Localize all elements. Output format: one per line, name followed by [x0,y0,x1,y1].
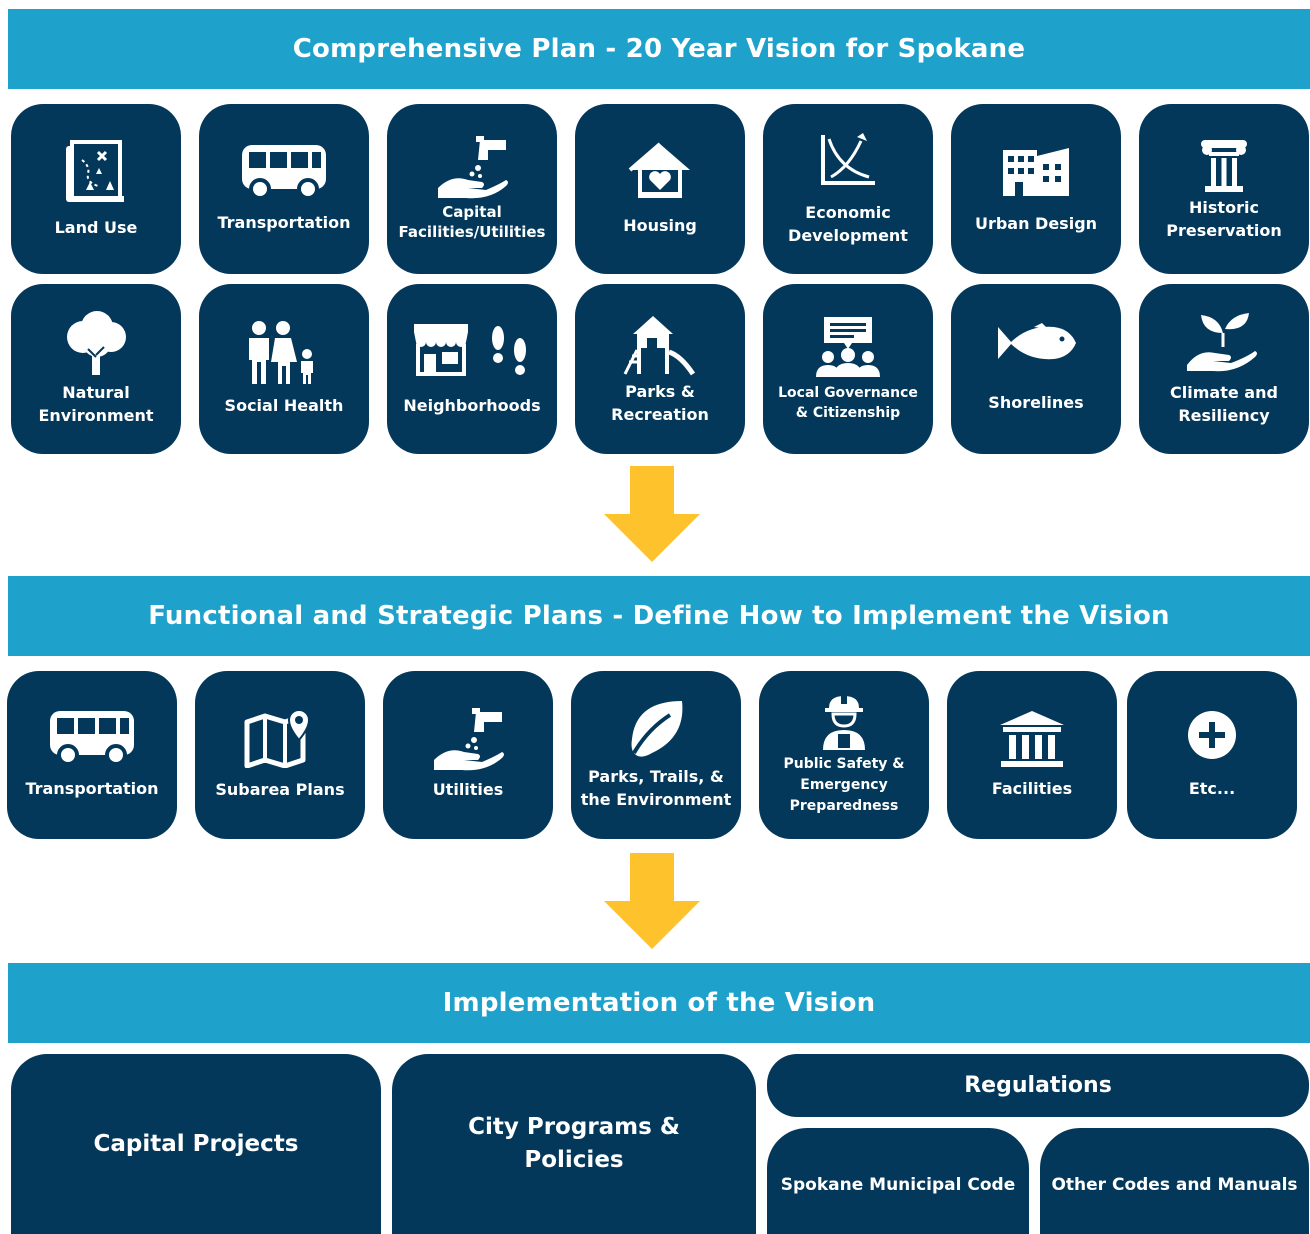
map-icon [66,140,124,203]
tile-social-health: Social Health [199,284,369,454]
house-heart-icon [628,142,690,199]
tile-fp-utilities: Utilities [383,671,553,839]
government-building-icon [1000,711,1064,768]
tile-neighborhoods: Neighborhoods [387,284,557,454]
tile-label: Transportation [217,213,351,233]
tile-land-use: Land Use [11,104,181,274]
growth-chart-icon [821,132,875,185]
tile-label: Historic Preservation [1166,197,1282,240]
tree-icon [67,310,126,375]
tile-label: Etc... [1188,779,1236,799]
city-programs-block: City Programs & Policies [392,1054,756,1234]
storefront-footprints-icon [414,324,526,377]
tile-parks-recreation: Parks & Recreation [575,284,745,454]
fish-icon [998,323,1076,360]
municipal-code-block: Spokane Municipal Code [767,1128,1029,1234]
tile-label: Social Health [224,396,344,416]
playground-icon [623,315,696,376]
bus-icon [242,145,326,200]
tile-capital-facilities: Capital Facilities/Utilities [387,104,557,274]
tile-transportation: Transportation [199,104,369,274]
meeting-icon [816,316,880,377]
family-icon [249,321,313,385]
tile-label: Land Use [54,218,138,238]
firefighter-icon [823,695,865,750]
buildings-icon [1003,148,1069,197]
tile-fp-parks-trails: Parks, Trails, & the Environment [571,671,741,839]
tile-fp-transportation: Transportation [7,671,177,839]
tile-label: Transportation [25,779,159,799]
tile-fp-public-safety: Public Safety & Emergency Preparedness [759,671,929,839]
down-arrow-icon [604,466,700,562]
tile-fp-facilities: Facilities [947,671,1117,839]
other-codes-block: Other Codes and Manuals [1040,1128,1309,1234]
implementation-banner: Implementation of the Vision [8,963,1310,1043]
tile-label: Climate and Resiliency [1170,382,1278,425]
leaf-icon [631,700,683,757]
tile-fp-subarea-plans: Subarea Plans [195,671,365,839]
tile-label: Utilities [432,780,504,800]
tile-historic-preservation: Historic Preservation [1139,104,1309,274]
capital-projects-block: Capital Projects [11,1054,381,1234]
column-icon [1201,139,1247,192]
tile-label: Public Safety & Emergency Preparedness [783,755,905,814]
tile-label: Shorelines [988,393,1084,413]
tile-label: Urban Design [974,214,1098,234]
plus-circle-icon [1188,711,1236,760]
functional-plans-banner: Functional and Strategic Plans - Define … [8,576,1310,656]
tile-label: Subarea Plans [215,780,345,800]
tile-label: Facilities [991,779,1073,799]
tile-urban-design: Urban Design [951,104,1121,274]
faucet-hand-icon [434,708,504,771]
tile-housing: Housing [575,104,745,274]
tile-label: Housing [623,216,697,236]
tile-fp-etc: Etc... [1127,671,1297,839]
tile-label: Neighborhoods [403,396,541,416]
tile-label: Natural Environment [38,382,154,425]
tile-local-governance: Local Governance & Citizenship [763,284,933,454]
tile-shorelines: Shorelines [951,284,1121,454]
tile-label: Local Governance & Citizenship [778,384,918,421]
faucet-hand-icon [438,135,508,198]
map-pin-icon [244,709,311,769]
tile-natural-environment: Natural Environment [11,284,181,454]
regulations-header: Regulations [767,1054,1309,1117]
plant-hand-icon [1187,312,1257,372]
tile-label: Capital Facilities/Utilities [398,202,546,241]
tile-label: Parks, Trails, & the Environment [580,766,732,809]
tile-climate-resiliency: Climate and Resiliency [1139,284,1309,454]
tile-label: Parks & Recreation [611,381,709,424]
bus-icon [50,711,134,766]
down-arrow-icon [604,853,700,949]
tile-label: Economic Development [788,202,908,245]
comprehensive-plan-banner: Comprehensive Plan - 20 Year Vision for … [8,9,1310,89]
tile-economic-development: Economic Development [763,104,933,274]
